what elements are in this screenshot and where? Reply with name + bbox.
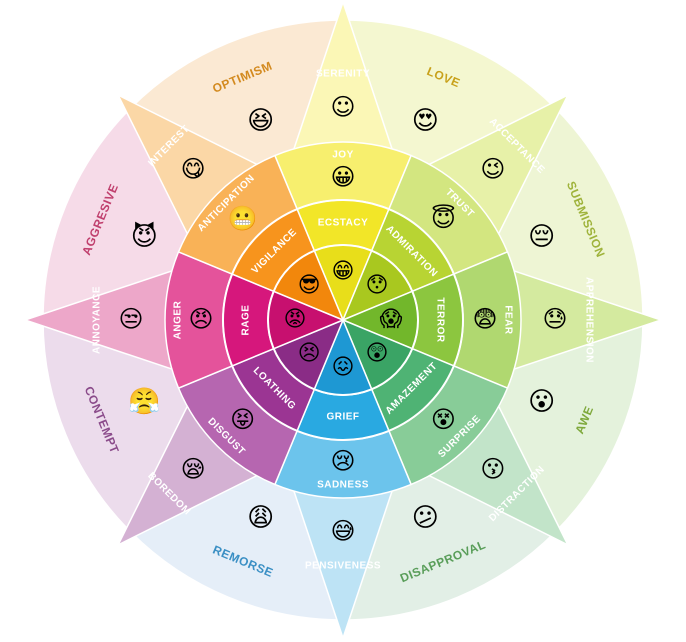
- label-middle-joy: Joy: [332, 150, 354, 161]
- ring-line-0: [267, 244, 419, 396]
- label-inner-joy: Ecstacy: [318, 218, 369, 229]
- label-outer-joy: Serenity: [316, 69, 370, 80]
- ring-line-1: [222, 199, 464, 441]
- dyad-emoji-awe: 😮: [528, 387, 555, 417]
- emoji-inner-anger: 😡: [284, 307, 307, 332]
- label-middle-anger: Anger: [173, 300, 184, 339]
- emoji-inner-sadness: 😖: [332, 355, 355, 380]
- dyad-emoji-aggresive: 😈: [131, 221, 158, 252]
- emoji-outer-disgust: 😪: [181, 455, 206, 483]
- emoji-outer-trust: 😉: [480, 155, 505, 183]
- emoji-inner-trust: 😯: [365, 273, 388, 298]
- emoji-inner-joy: 😁: [332, 259, 355, 284]
- label-middle-fear: Fear: [502, 305, 513, 335]
- dyad-emoji-optimism: 😆: [247, 106, 274, 136]
- label-middle-sadness: Sadness: [317, 480, 369, 491]
- emoji-middle-anger: 😠: [188, 305, 213, 333]
- emoji-inner-surprise: 😲: [365, 341, 388, 366]
- label-outer-anger: Annoyance: [92, 286, 103, 354]
- label-inner-anger: Rage: [241, 305, 252, 336]
- emoji-inner-disgust: 😣: [298, 341, 321, 366]
- emoji-outer-sadness: 😅: [330, 517, 355, 545]
- mild-emotion-tips: [22, 0, 664, 641]
- dyad-emoji-disapproval: 😕: [412, 503, 439, 533]
- label-inner-sadness: Grief: [326, 412, 359, 423]
- dyad-emoji-remorse: 😩: [247, 503, 274, 533]
- emoji-middle-anticipation: 😬: [228, 205, 258, 233]
- emoji-middle-disgust: 😝: [230, 405, 255, 433]
- emoji-middle-joy: 😀: [330, 163, 355, 191]
- emoji-outer-anticipation: 😋: [181, 155, 206, 183]
- ring-lines: [222, 199, 464, 441]
- emoji-outer-fear: 😓: [542, 305, 567, 333]
- emoji-middle-trust: 😇: [431, 204, 456, 233]
- emoji-inner-anticipation: 😎: [298, 273, 321, 298]
- emoji-outer-surprise: 😗: [480, 455, 505, 483]
- label-outer-sadness: Pensiveness: [305, 561, 381, 572]
- emoji-outer-anger: 😒: [118, 305, 143, 333]
- emoji-middle-sadness: 😢: [330, 447, 355, 475]
- dyad-emoji-love: 😍: [412, 106, 439, 136]
- dyad-emoji-submission: 😔: [528, 222, 555, 252]
- emoji-middle-fear: 😨: [472, 305, 497, 333]
- label-inner-fear: Terror: [434, 297, 445, 343]
- basic-emotion-petals: [164, 141, 522, 499]
- emoji-outer-joy: ☺: [330, 93, 355, 121]
- emoji-middle-surprise: 😵: [431, 405, 456, 433]
- dyad-emoji-contempt: 😤: [128, 387, 160, 417]
- label-outer-fear: Apprehension: [583, 277, 594, 363]
- emoji-inner-fear: 😱: [380, 307, 403, 332]
